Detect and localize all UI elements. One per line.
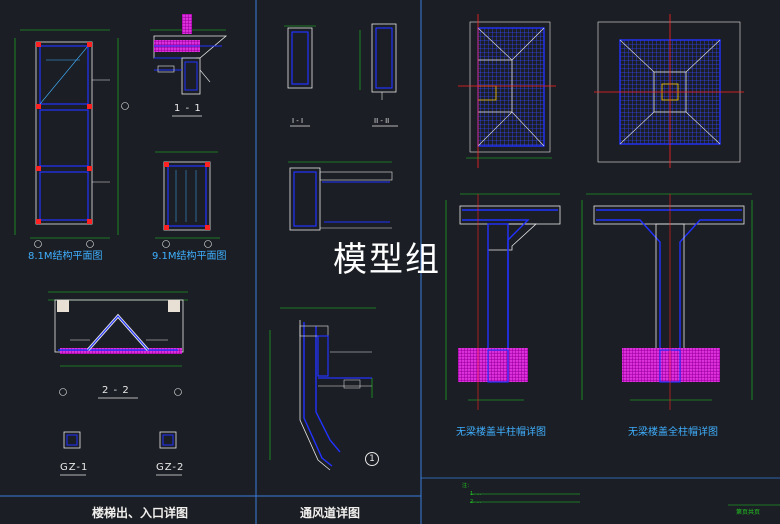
watermark: 模型组 (333, 240, 441, 280)
section-2-2-label: 2 - 2 (102, 385, 130, 396)
duct-section-1-label: I - I (292, 117, 304, 125)
section-2-2 (48, 291, 188, 399)
duct-plan (288, 161, 393, 231)
plan-9-1m (155, 151, 220, 248)
column-gz-2-label: GZ-2 (156, 462, 185, 473)
stair-panel-title: 楼梯出、入口详图 (92, 506, 189, 520)
plan-9-1m-title: 9.1M结构平面图 (152, 251, 227, 262)
duct-detail-1 (269, 307, 376, 471)
full-cap-plan (594, 14, 744, 168)
duct-section-2-label: II - II (374, 117, 390, 125)
plan-8-1m (14, 29, 129, 248)
column-gz-1-label: GZ-1 (60, 462, 89, 473)
full-cap-section (581, 193, 753, 410)
notes-line-1-text: 1. ... (470, 491, 482, 497)
half-cap-plan (458, 14, 556, 168)
notes-label: 注： (462, 483, 473, 489)
half-cap-section (445, 193, 561, 410)
full-cap-title: 无梁楼盖全柱帽详图 (628, 427, 718, 438)
duct-section-1 (284, 25, 316, 127)
title-block-text: 第页共页 (736, 509, 761, 516)
column-gz-details (60, 431, 182, 476)
section-1-1 (150, 14, 228, 117)
section-1-1-label: 1 - 1 (174, 103, 202, 114)
plan-8-1m-title: 8.1M结构平面图 (28, 251, 103, 262)
detail-1-marker: 1 (365, 452, 379, 466)
half-cap-title: 无梁楼盖半柱帽详图 (456, 427, 546, 438)
duct-panel-title: 通风道详图 (300, 506, 361, 520)
notes-line-2-text: 2. ... (470, 499, 482, 505)
duct-section-2 (359, 23, 398, 127)
